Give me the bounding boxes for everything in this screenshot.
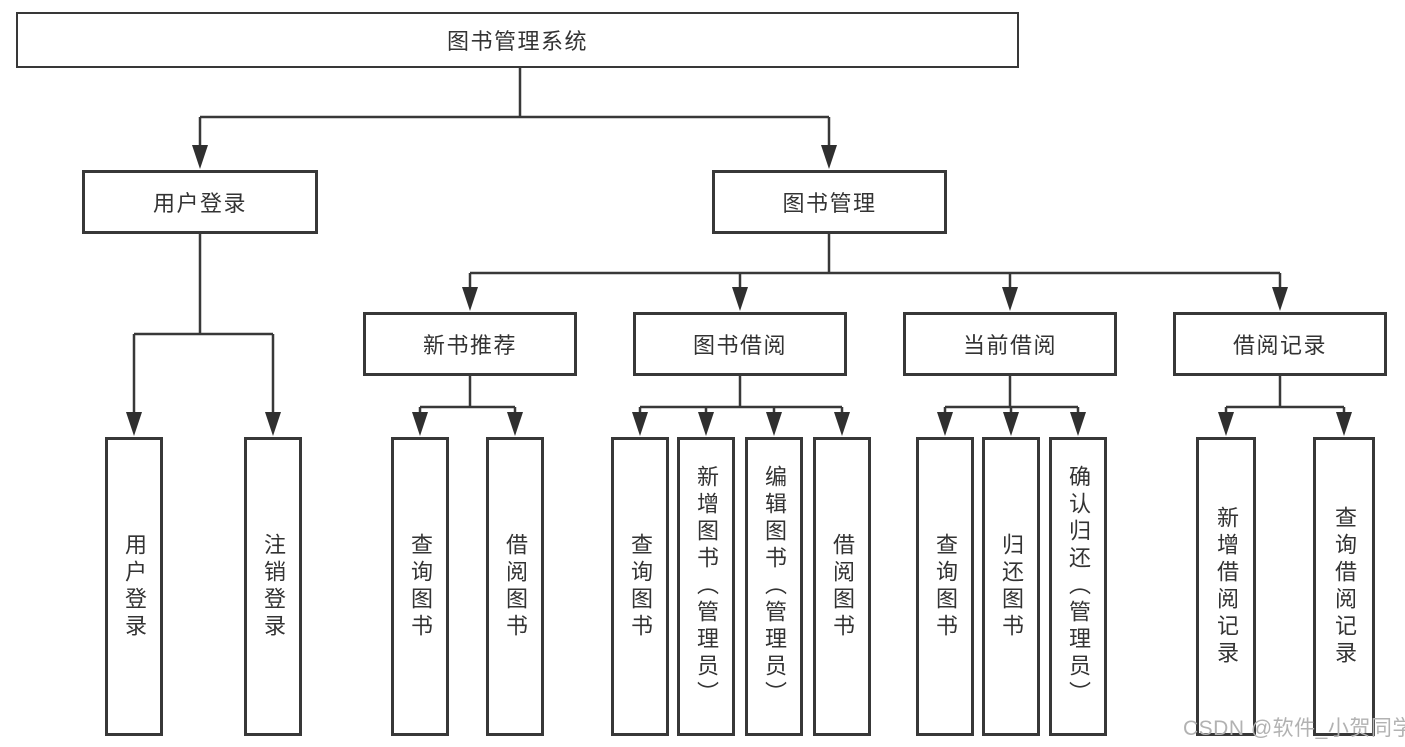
watermark: CSDN @软件_小贺同学 — [1183, 717, 1405, 740]
node-label: 借阅图书 — [830, 532, 855, 641]
node-label: 注销登录 — [261, 532, 286, 641]
node-leaf-user-login: 用户登录 — [105, 437, 163, 736]
node-book-borrowing: 图书借阅 — [633, 312, 847, 376]
node-label: 图书管理 — [782, 191, 877, 216]
node-label: 借阅记录 — [1232, 333, 1327, 358]
node-label: 图书管理系统 — [446, 29, 588, 54]
node-leaf-add-books-admin: 新增图书（管理员） — [677, 437, 735, 736]
node-new-book-recommend: 新书推荐 — [363, 312, 577, 376]
node-label: 用户登录 — [122, 532, 147, 641]
node-label: 查询图书 — [933, 532, 958, 641]
node-label: 当前借阅 — [962, 333, 1057, 358]
node-label: 查询借阅记录 — [1332, 505, 1357, 668]
node-label: 图书借阅 — [692, 333, 787, 358]
node-user-login: 用户登录 — [82, 170, 318, 234]
node-label: 查询图书 — [408, 532, 433, 641]
node-label: 用户登录 — [152, 191, 247, 216]
node-leaf-logout: 注销登录 — [244, 437, 302, 736]
node-leaf-query-books-borrowing: 查询图书 — [611, 437, 669, 736]
node-leaf-borrow-books-recommend: 借阅图书 — [486, 437, 544, 736]
node-leaf-return-books: 归还图书 — [982, 437, 1040, 736]
node-leaf-query-books-recommend: 查询图书 — [391, 437, 449, 736]
node-label: 确认归还（管理员） — [1066, 465, 1091, 708]
arrowheads — [126, 145, 1352, 436]
node-label: 查询图书 — [628, 532, 653, 641]
node-current-borrowing: 当前借阅 — [903, 312, 1117, 376]
node-borrowing-records: 借阅记录 — [1173, 312, 1387, 376]
node-label: 新增图书（管理员） — [694, 465, 719, 708]
node-label: 编辑图书（管理员） — [762, 465, 787, 708]
node-leaf-add-borrow-record: 新增借阅记录 — [1196, 437, 1256, 736]
node-library-system: 图书管理系统 — [16, 12, 1019, 68]
node-label: 新书推荐 — [422, 333, 517, 358]
node-label: 新增借阅记录 — [1214, 505, 1239, 668]
node-leaf-query-books-current: 查询图书 — [916, 437, 974, 736]
node-book-management: 图书管理 — [712, 170, 947, 234]
node-leaf-edit-books-admin: 编辑图书（管理员） — [745, 437, 803, 736]
node-leaf-confirm-return-admin: 确认归还（管理员） — [1049, 437, 1107, 736]
node-leaf-query-borrow-record: 查询借阅记录 — [1313, 437, 1375, 736]
node-label: 归还图书 — [999, 532, 1024, 641]
node-label: 借阅图书 — [503, 532, 528, 641]
node-leaf-borrow-books-borrowing: 借阅图书 — [813, 437, 871, 736]
